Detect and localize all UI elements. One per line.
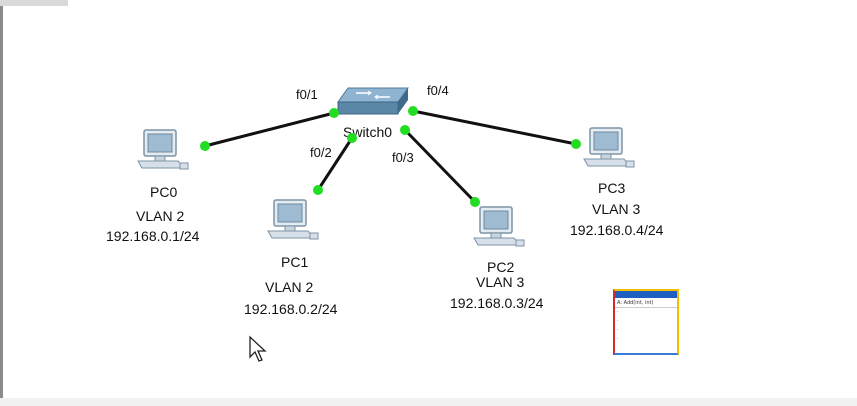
- link-pc2: [403, 128, 477, 204]
- pc2-name: PC2: [487, 259, 514, 275]
- pc2-ip: 192.168.0.3/24: [450, 295, 544, 311]
- pc1-name: PC1: [281, 254, 308, 270]
- pc0-ip: 192.168.0.1/24: [106, 228, 200, 244]
- window-left-border: [0, 0, 3, 406]
- pc0-device[interactable]: [137, 129, 189, 170]
- pc1-device[interactable]: [267, 199, 319, 240]
- pc2-device[interactable]: [473, 206, 525, 247]
- popup-item[interactable]: ·: [617, 336, 619, 342]
- port-label-f0-3: f0/3: [392, 150, 414, 165]
- link-pc1: [316, 137, 354, 191]
- popup-item[interactable]: ·: [617, 327, 619, 333]
- port-label-f0-2: f0/2: [310, 145, 332, 160]
- port-label-f0-1: f0/1: [296, 87, 318, 102]
- pc2-vlan: VLAN 3: [476, 274, 524, 290]
- pc3-vlan: VLAN 3: [592, 201, 640, 217]
- pc1-vlan: VLAN 2: [265, 279, 313, 295]
- pc3-device[interactable]: [583, 127, 635, 168]
- popup-item[interactable]: ·: [617, 318, 619, 324]
- pc3-ip: 192.168.0.4/24: [570, 222, 664, 238]
- window-top-tab: [0, 0, 68, 6]
- pc0-vlan: VLAN 2: [136, 208, 184, 224]
- code-hint-popup[interactable]: A: Add(int, int) · · · ·: [613, 289, 679, 355]
- pc3-name: PC3: [598, 180, 625, 196]
- pc0-name: PC0: [150, 184, 177, 200]
- switch-device[interactable]: [337, 87, 409, 115]
- pc1-ip: 192.168.0.2/24: [244, 301, 338, 317]
- port-label-f0-4: f0/4: [427, 83, 449, 98]
- mouse-pointer-icon: [249, 335, 267, 362]
- window-bottom-bar: [0, 398, 857, 406]
- popup-title: A: Add(int, int): [615, 298, 677, 308]
- links: [204, 109, 577, 204]
- link-pc3: [412, 109, 577, 146]
- link-pc0: [204, 111, 335, 148]
- popup-item[interactable]: ·: [617, 309, 619, 315]
- popup-header: [615, 291, 677, 298]
- port-dots: [200, 106, 581, 207]
